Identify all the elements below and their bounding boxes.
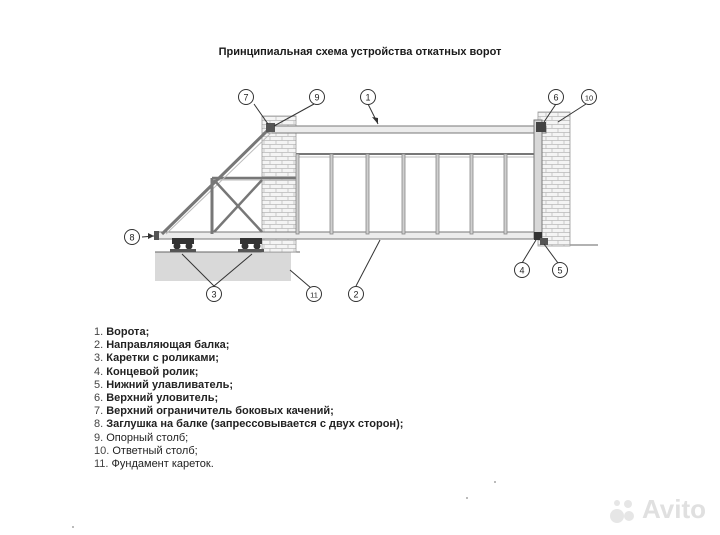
gate-vertical-bar — [401, 153, 406, 235]
callout-4: 4 — [514, 262, 530, 278]
gate-vertical-bar — [503, 153, 508, 235]
legend-item: 1. Ворота; — [94, 326, 403, 339]
callout-label: 1 — [365, 92, 370, 102]
legend-item: 3. Каретки с роликами; — [94, 352, 403, 365]
legend-text: Верхний уловитель; — [106, 392, 219, 405]
beam-end-cap — [154, 231, 159, 240]
gate-end-post — [533, 119, 543, 239]
callout-9: 9 — [309, 89, 325, 105]
callout-2: 2 — [348, 286, 364, 302]
gate-diagram: 1 2 3 4 5 6 7 8 9 10 11 — [124, 89, 598, 302]
legend-text: Фундамент кареток. — [111, 458, 214, 471]
callout-label: 10 — [585, 93, 593, 102]
gate-verticals — [295, 153, 508, 235]
callout-label: 2 — [353, 289, 358, 299]
callout-8: 8 — [124, 229, 140, 245]
callout-label: 3 — [211, 289, 216, 299]
legend-item: 8. Заглушка на балке (запрессовывается с… — [94, 418, 403, 431]
legend-number: 9. — [94, 431, 107, 444]
end-roller — [534, 232, 542, 240]
legend-number: 8. — [94, 418, 107, 431]
legend-text: Ответный столб; — [112, 444, 198, 457]
gate-vertical-bar — [329, 153, 334, 235]
callout-markers: 1 2 3 4 5 6 7 8 9 10 11 — [124, 89, 597, 302]
callout-label: 9 — [314, 92, 319, 102]
callout-10: 10 — [581, 89, 597, 105]
legend-number: 5. — [94, 378, 107, 391]
leader-lines — [141, 103, 587, 289]
legend-item: 7. Верхний ограничитель боковых качений; — [94, 405, 403, 418]
legend-number: 2. — [94, 339, 107, 352]
carriage-right — [238, 238, 264, 252]
legend-item: 5. Нижний улавливатель; — [94, 379, 403, 392]
legend-text: Концевой ролик; — [106, 365, 199, 378]
legend-number: 3. — [94, 352, 107, 365]
legend-item: 2. Направляющая балка; — [94, 339, 403, 352]
callout-label: 4 — [519, 265, 524, 275]
legend-item: 11. Фундамент кареток. — [94, 458, 403, 471]
callout-1: 1 — [360, 89, 376, 105]
legend-text: Опорный столб; — [106, 431, 189, 444]
upper-limiter — [266, 123, 275, 132]
legend-text: Каретки с роликами; — [106, 352, 219, 365]
legend-item: 6. Верхний уловитель; — [94, 392, 403, 405]
gate-vertical-bar — [365, 153, 370, 235]
legend-text: Заглушка на балке (запрессовывается с дв… — [106, 418, 404, 431]
callout-label: 7 — [243, 92, 248, 102]
speck — [72, 526, 74, 528]
gate-vertical-bar — [435, 153, 440, 235]
legend-number: 1. — [94, 326, 107, 338]
callout-6: 6 — [548, 89, 564, 105]
callout-label: 11 — [310, 290, 318, 299]
legend-number: 11. — [94, 458, 112, 471]
avito-watermark: Avito — [608, 494, 706, 525]
callout-3: 3 — [206, 286, 222, 302]
callout-label: 6 — [553, 92, 558, 102]
legend-number: 10. — [94, 444, 113, 457]
legend-item: 10. Ответный столб; — [94, 445, 403, 458]
upper-catcher — [536, 122, 546, 132]
foundation — [155, 252, 291, 281]
callout-5: 5 — [552, 262, 568, 278]
legend-text: Нижний улавливатель; — [106, 378, 234, 391]
legend-item: 9. Опорный столб; — [94, 432, 403, 445]
legend-list: 1. Ворота;2. Направляющая балка;3. Карет… — [94, 326, 403, 471]
legend-number: 7. — [94, 405, 107, 418]
counterweight-brace-2 — [213, 179, 263, 233]
legend-number: 6. — [94, 392, 107, 405]
callout-11: 11 — [306, 286, 322, 302]
avito-logo-icon — [609, 499, 634, 523]
gate-top-rail — [267, 125, 547, 134]
legend-number: 4. — [94, 365, 107, 378]
callout-label: 8 — [129, 232, 134, 242]
guide-beam — [157, 231, 543, 240]
legend-text: Ворота; — [106, 326, 150, 338]
gate-vertical-bar — [469, 153, 474, 235]
support-pillar — [261, 115, 297, 253]
gate-vertical-bar — [295, 153, 300, 235]
legend-text: Верхний ограничитель боковых качений; — [106, 405, 334, 418]
callout-7: 7 — [238, 89, 254, 105]
speck — [466, 497, 468, 499]
legend-text: Направляющая балка; — [106, 339, 230, 352]
speck — [494, 481, 496, 483]
watermark-text: Avito — [641, 494, 706, 524]
diagram-title: Принципиальная схема устройства откатных… — [218, 46, 502, 58]
callout-label: 5 — [557, 265, 562, 275]
lower-catcher — [540, 238, 548, 245]
carriage-left — [170, 238, 196, 252]
legend-item: 4. Концевой ролик; — [94, 366, 403, 379]
